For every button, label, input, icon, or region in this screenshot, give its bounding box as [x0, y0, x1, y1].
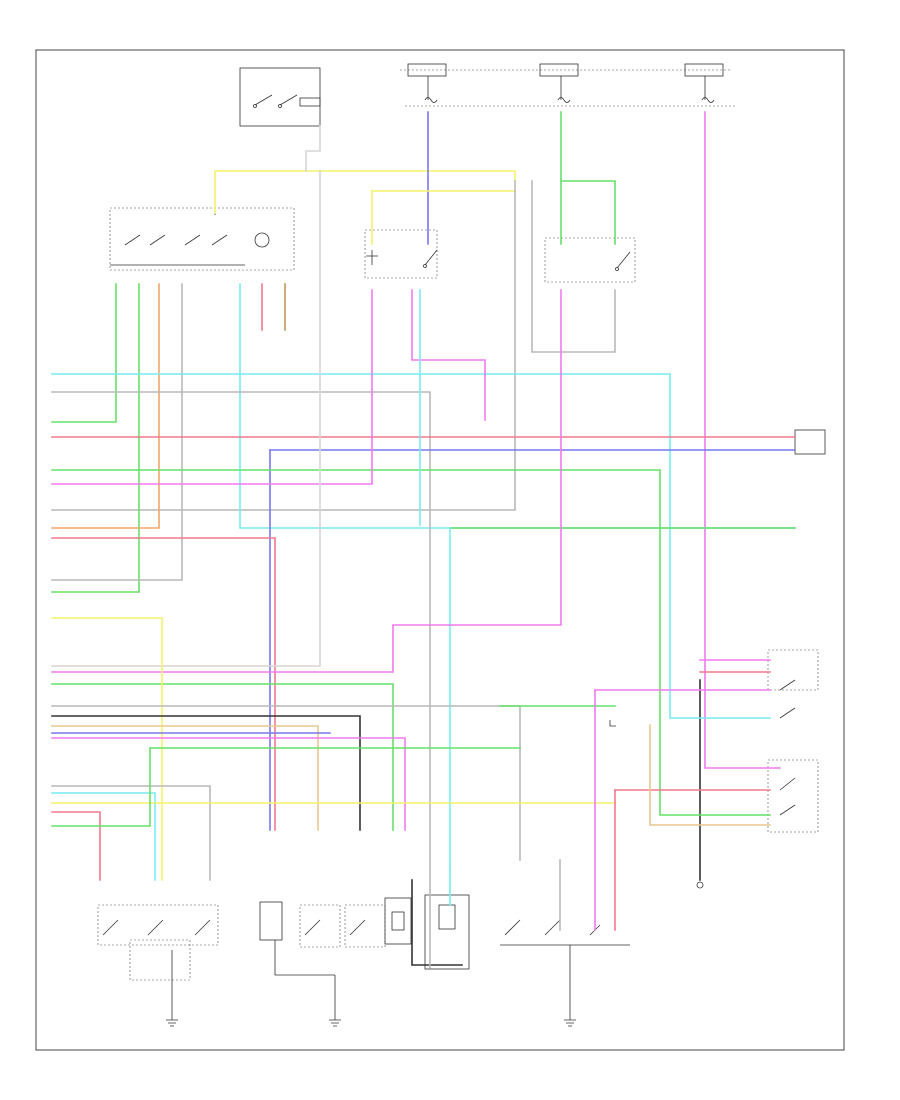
wire-green-10	[51, 283, 117, 423]
wire-black-35	[51, 715, 361, 831]
wire-cyan-40	[51, 792, 156, 881]
wire-cyan-17	[51, 373, 771, 719]
wire-red-42	[51, 811, 101, 881]
diagram-frame	[35, 49, 845, 1051]
wire-layer	[51, 111, 796, 969]
bottom-loop-wire	[411, 879, 463, 966]
wire-tan-48	[649, 724, 771, 826]
wire-gray_light-29	[51, 170, 321, 667]
wire-gray_light-1	[305, 125, 321, 172]
black-ground-wire	[696, 679, 704, 889]
combination-switch	[109, 205, 295, 271]
wire-pink-27	[411, 289, 486, 421]
wire-gray-39	[51, 785, 211, 881]
bottom-components	[97, 894, 630, 981]
wire-green-31	[51, 683, 394, 831]
wire-green-8	[560, 180, 616, 245]
wire-tan-36	[51, 725, 319, 831]
wire-green-11	[51, 283, 140, 593]
wire-gray-18	[51, 391, 431, 969]
wire-green-43	[51, 747, 521, 827]
right-switch-lower	[767, 759, 819, 833]
relay-2	[544, 237, 636, 283]
wire-orange-12	[51, 283, 160, 529]
relay-1	[364, 229, 438, 279]
wire-gray-9	[531, 180, 616, 353]
wire-pink-4	[704, 111, 781, 769]
wire-yellow-0	[214, 170, 516, 214]
top-power-bus	[400, 63, 735, 107]
right-connector-top	[794, 429, 826, 455]
ground-symbols	[166, 720, 616, 1027]
wire-gray-7	[51, 180, 516, 511]
wire-gray-13	[51, 283, 183, 581]
wire-cyan-14	[239, 283, 796, 529]
wire-green-22	[51, 469, 771, 816]
wire-pink-38	[51, 737, 406, 831]
wire-pink-23	[51, 289, 373, 485]
wire-pink-30	[51, 289, 562, 673]
wire-yellow-32	[51, 617, 163, 881]
right-switch-upper	[767, 649, 819, 719]
ignition-switch	[239, 67, 321, 127]
